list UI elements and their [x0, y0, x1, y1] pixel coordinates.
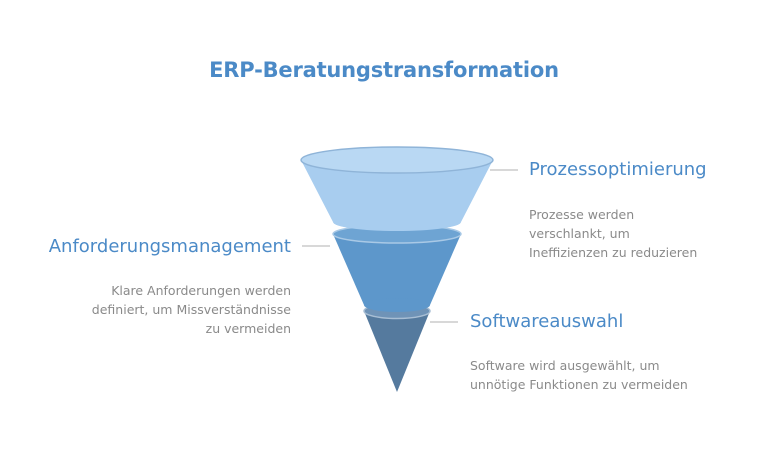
stage-description-softwareauswahl: Software wird ausgewählt, um unnötige Fu… — [470, 356, 688, 394]
description-line: Klare Anforderungen werden — [111, 283, 291, 298]
stage-heading-anforderungsmanagement: Anforderungsmanagement — [48, 236, 291, 257]
stage-description-anforderungsmanagement: Klare Anforderungen werden definiert, um… — [92, 281, 291, 338]
page-title: ERP-Beratungstransformation — [209, 58, 559, 82]
description-line: unnötige Funktionen zu vermeiden — [470, 377, 688, 392]
description-line: Prozesse werden — [529, 207, 635, 222]
stage-heading-softwareauswahl: Softwareauswahl — [470, 311, 624, 332]
stage-heading-prozessoptimierung: Prozessoptimierung — [529, 159, 707, 180]
funnel-stage-prozessoptimierung — [300, 146, 494, 231]
description-line: Ineffizienzen zu reduzieren — [529, 245, 698, 260]
description-line: Software wird ausgewählt, um — [470, 358, 660, 373]
description-line: definiert, um Missverständnisse — [91, 302, 291, 317]
stage-description-prozessoptimierung: Prozesse werden verschlankt, um Ineffizi… — [529, 205, 697, 262]
description-line: zu vermeiden — [205, 321, 291, 336]
description-line: verschlankt, um — [529, 226, 630, 241]
funnel-stage-softwareauswahl — [363, 302, 431, 392]
funnel-stage-anforderungsmanagement — [332, 224, 462, 312]
